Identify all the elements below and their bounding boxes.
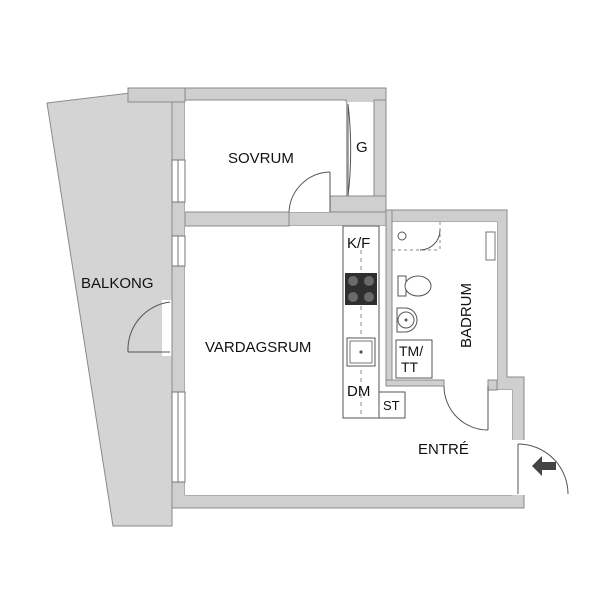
room-sovrum	[185, 102, 346, 212]
label-vardagsrum: VARDAGSRUM	[205, 339, 311, 356]
wall-sovrum-right	[329, 195, 387, 213]
storage-box	[378, 391, 406, 419]
wall-sovrum-vardagsrum	[184, 211, 290, 227]
label-badrum: BADRUM	[458, 283, 475, 348]
wall-bath-bottom-right	[487, 379, 498, 391]
label-sovrum: SOVRUM	[228, 150, 294, 167]
kitchen-sink-icon	[346, 337, 376, 367]
label-dm: DM	[347, 383, 370, 400]
bedroom-door-swing	[288, 171, 331, 213]
label-tt: TT	[401, 359, 419, 375]
wall-bath-bottom	[385, 379, 445, 387]
label-balkong: BALKONG	[81, 275, 154, 292]
label-entre: ENTRÉ	[418, 441, 469, 458]
toilet-icon	[397, 275, 432, 297]
wall-garderob	[373, 99, 387, 197]
windows	[171, 159, 496, 483]
washer-dryer-box	[395, 339, 433, 379]
shower-icon	[392, 222, 441, 251]
balcony-door-swing	[127, 301, 171, 353]
room-entre	[346, 226, 512, 495]
wall-corner	[127, 87, 186, 103]
label-kok: K/F	[347, 235, 370, 252]
entry-door-swing	[517, 443, 569, 495]
entry-door-opening	[512, 440, 526, 495]
wardrobe-door-swing	[347, 103, 352, 197]
label-garderob: G	[356, 139, 368, 156]
wash-basin-icon	[396, 307, 418, 333]
room-vardagsrum	[185, 226, 346, 495]
stove-icon	[345, 273, 377, 305]
label-st: ST	[383, 398, 400, 413]
room-garderob	[348, 102, 374, 196]
bath-door-swing	[443, 385, 489, 431]
label-tm: TM/	[399, 343, 423, 359]
arrow-left-icon	[532, 456, 556, 476]
wall-bath-left	[385, 209, 393, 383]
